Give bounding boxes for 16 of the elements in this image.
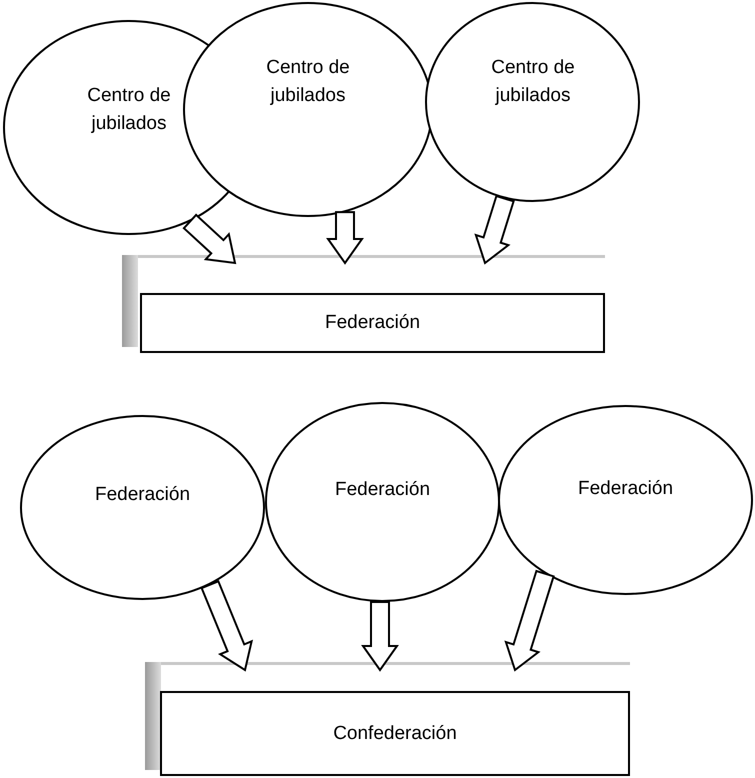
node-label: Federación	[94, 483, 192, 507]
node-label: Confederación	[333, 722, 457, 746]
hollow-arrow	[182, 214, 236, 264]
node-label: Centro de jubilados	[86, 84, 172, 136]
node-label: Federación	[324, 311, 420, 336]
node-label: Centro de jubilados	[265, 56, 351, 108]
node-label: Federación	[334, 478, 432, 502]
node-label: Centro de jubilados	[490, 56, 576, 108]
shadow-frame	[122, 255, 605, 350]
hollow-arrow	[200, 580, 254, 672]
node-label: Federación	[576, 477, 674, 501]
hollow-arrow	[361, 600, 399, 672]
shadow-frame	[145, 662, 630, 773]
hollow-arrow	[504, 570, 555, 672]
hollow-arrow	[326, 211, 364, 265]
hollow-arrow	[474, 194, 515, 265]
